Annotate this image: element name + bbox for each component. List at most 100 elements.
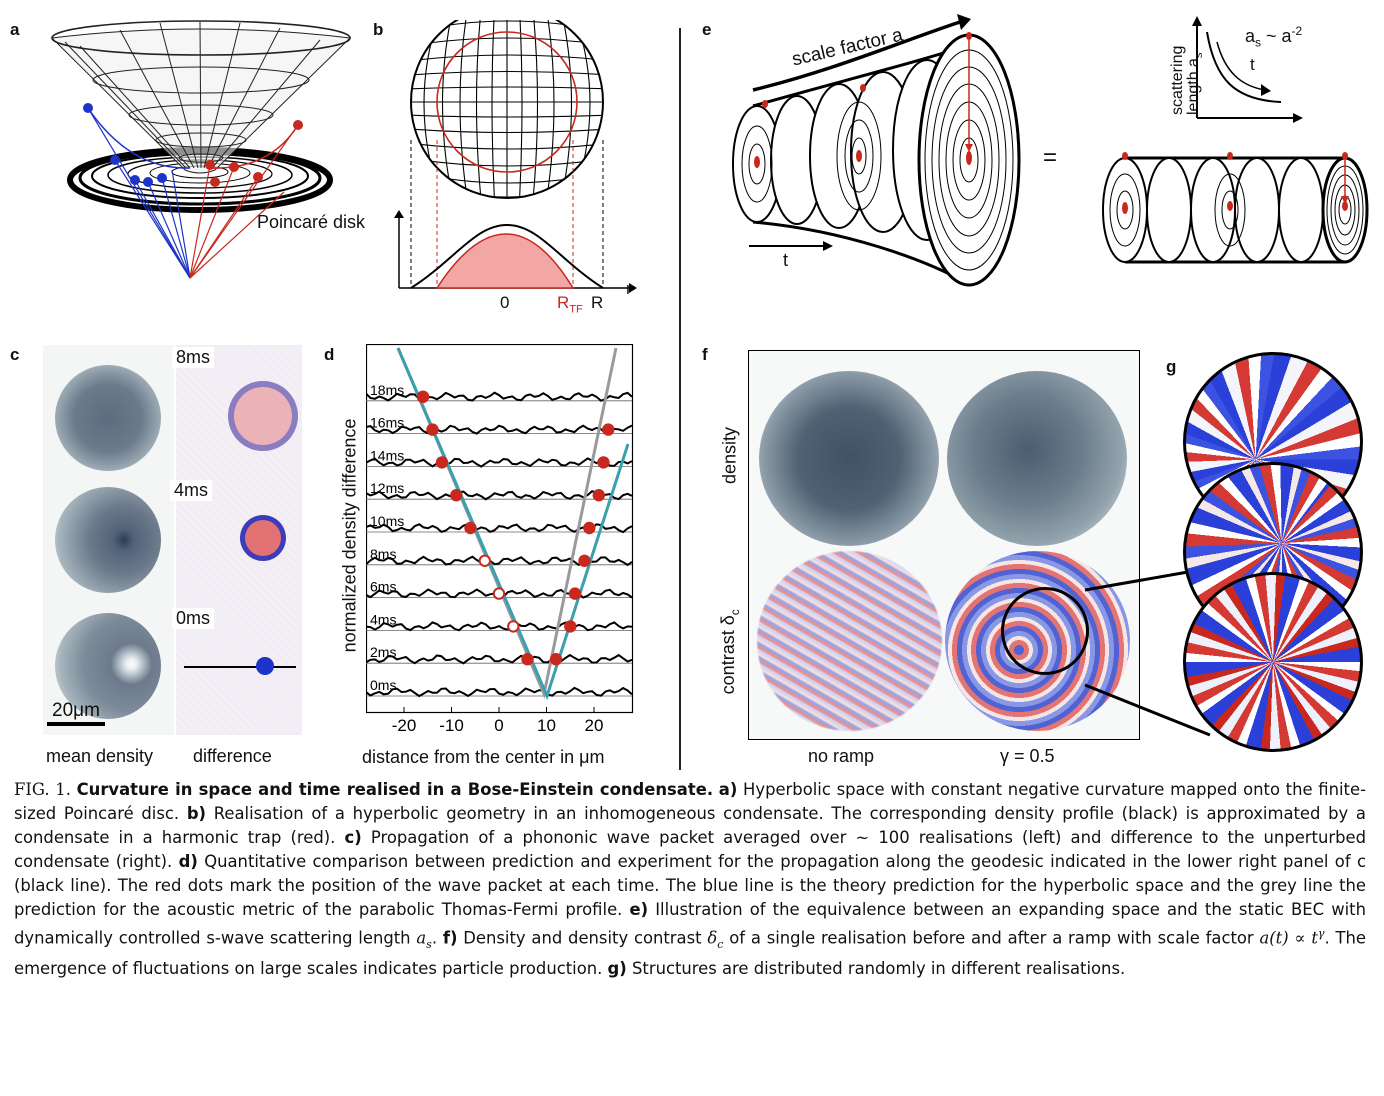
- poincare-disk-label: Poincaré disk: [257, 212, 366, 232]
- caption-title: Curvature in space and time realised in …: [76, 780, 714, 799]
- caption-f-text2: of a single realisation before and after…: [729, 928, 1254, 948]
- f-to-g-connectors: [1084, 570, 1211, 737]
- d-xtick-label--10: -10: [439, 716, 464, 735]
- d-point-8ms-0: [478, 554, 492, 568]
- f-density-no-ramp: [759, 371, 939, 546]
- c-line-0ms: [184, 666, 296, 668]
- d-point-16ms-1: [602, 423, 615, 436]
- d-trace-label-8ms: 8ms: [370, 546, 396, 562]
- f-density-ramp: [947, 371, 1127, 546]
- e-scattering-b: length a: [1185, 58, 1202, 115]
- caption-f-math-sub: c: [717, 937, 724, 951]
- panel-c-letter: c: [10, 345, 20, 364]
- f-row2-sub: c: [727, 609, 742, 616]
- g-circle-3: [1183, 572, 1363, 752]
- d-point-18ms-1: [416, 390, 430, 403]
- caption-fig: FIG. 1.: [14, 780, 71, 799]
- d-trace-label-18ms: 18ms: [370, 382, 404, 398]
- d-point-6ms-0: [492, 587, 506, 600]
- panel-b-figure: [394, 20, 637, 293]
- c-time-0ms: 0ms: [172, 608, 215, 629]
- b-tick-rtf: RTF: [557, 293, 583, 315]
- d-trace-label-0ms: 0ms: [370, 677, 396, 693]
- f-image-frame: [748, 350, 1140, 740]
- panel-g-letter: g: [1166, 357, 1177, 376]
- caption-f-text3: . The emergence of fluctuations on large…: [14, 928, 1367, 978]
- caption-a-text: Hyperbolic space with constant negative …: [14, 780, 1366, 823]
- red-points: [205, 120, 303, 187]
- caption-f-math: δ: [707, 928, 718, 948]
- c-dot-0ms: [256, 657, 274, 675]
- f-row2-text: contrast δ: [718, 615, 739, 695]
- d-trace-0ms: [366, 686, 633, 698]
- caption-e-label: e): [629, 900, 649, 919]
- f-contrast-no-ramp: [757, 551, 942, 731]
- projection-lines-red: [189, 124, 299, 279]
- d-point-10ms-0: [464, 521, 477, 535]
- panel-e-letter: e: [702, 20, 712, 39]
- e-outer-disk: [917, 33, 1021, 287]
- f-row1-label: density: [719, 426, 740, 485]
- caption-f-math2: a(t) ∝ t: [1259, 928, 1318, 948]
- caption-d-label: d): [178, 852, 198, 871]
- d-xtick-label-10: 10: [537, 716, 556, 735]
- c-scalebar: [47, 722, 105, 726]
- d-trace-label-2ms: 2ms: [370, 644, 396, 660]
- f-zoom-circle: [1001, 587, 1089, 675]
- c-col-left: mean density: [46, 746, 154, 766]
- panel-a-figure: [50, 20, 352, 279]
- c-col-right: difference: [193, 746, 272, 766]
- d-trace-4ms: [366, 621, 633, 632]
- panel-divider: [679, 28, 681, 770]
- hyperboloid: [50, 20, 352, 174]
- c-time-8ms: 8ms: [172, 347, 215, 368]
- e-relation-rest: ~ a: [1261, 26, 1292, 46]
- e-scattering-b-wrap: length as: [1185, 5, 1207, 115]
- b-tick-rtf-main: R: [557, 293, 570, 312]
- e-relation: as ~ a-2: [1245, 24, 1302, 50]
- e-scattering-a: scattering: [1169, 45, 1186, 115]
- panel-d-letter: d: [324, 345, 335, 364]
- d-points: [416, 390, 615, 666]
- c-mean-density-column: [43, 345, 174, 735]
- b-tick-zero: 0: [500, 293, 510, 312]
- e-scattering-ylabel: scattering length as: [1169, 5, 1207, 115]
- figure-caption: FIG. 1. Curvature in space and time real…: [14, 778, 1366, 981]
- d-trace-label-6ms: 6ms: [370, 579, 396, 595]
- f-col2-label: γ = 0.5: [1000, 746, 1055, 766]
- d-point-12ms-1: [592, 489, 606, 502]
- caption-e-text: Illustration of the equivalence between …: [14, 900, 1366, 948]
- f-col1-label: no ramp: [808, 746, 875, 766]
- panel-f-letter: f: [702, 345, 708, 364]
- d-trace-12ms: [366, 490, 633, 501]
- d-traces: [366, 391, 633, 698]
- caption-g-label: g): [607, 958, 627, 978]
- d-trace-18ms: [366, 391, 633, 402]
- b-axis-r: r: [626, 279, 632, 298]
- caption-f-text: Density and density contrast: [463, 928, 702, 948]
- caption-b-text: Realisation of a hyperbolic geometry in …: [14, 804, 1366, 847]
- d-point-4ms-1: [564, 620, 577, 633]
- caption-e-end: .: [431, 928, 438, 948]
- c-difference-column: [176, 345, 302, 735]
- e-relation-sub: s: [1255, 35, 1262, 50]
- c-ring-8ms: [228, 381, 298, 451]
- d-point-10ms-1: [583, 521, 596, 535]
- d-point-8ms-1: [578, 554, 591, 568]
- d-point-14ms-0: [435, 456, 449, 469]
- e-scattering-sub: s: [1193, 52, 1206, 59]
- d-trace-label-14ms: 14ms: [370, 447, 404, 463]
- panel-b-letter: b: [373, 20, 384, 39]
- c-ring-4ms: [240, 515, 286, 561]
- d-ylabel: normalized density difference: [339, 418, 360, 653]
- d-xtick-label-0: 0: [494, 716, 503, 735]
- d-point-12ms-0: [450, 489, 463, 502]
- panel-e-figure: [732, 14, 1369, 287]
- d-xtick-label--20: -20: [392, 716, 417, 735]
- caption-c-text: Propagation of a phononic wave packet av…: [14, 828, 1366, 871]
- caption-g-text: Structures are distributed randomly in d…: [632, 958, 1126, 978]
- caption-c-label: c): [344, 828, 362, 847]
- caption-a-label: a): [718, 780, 738, 799]
